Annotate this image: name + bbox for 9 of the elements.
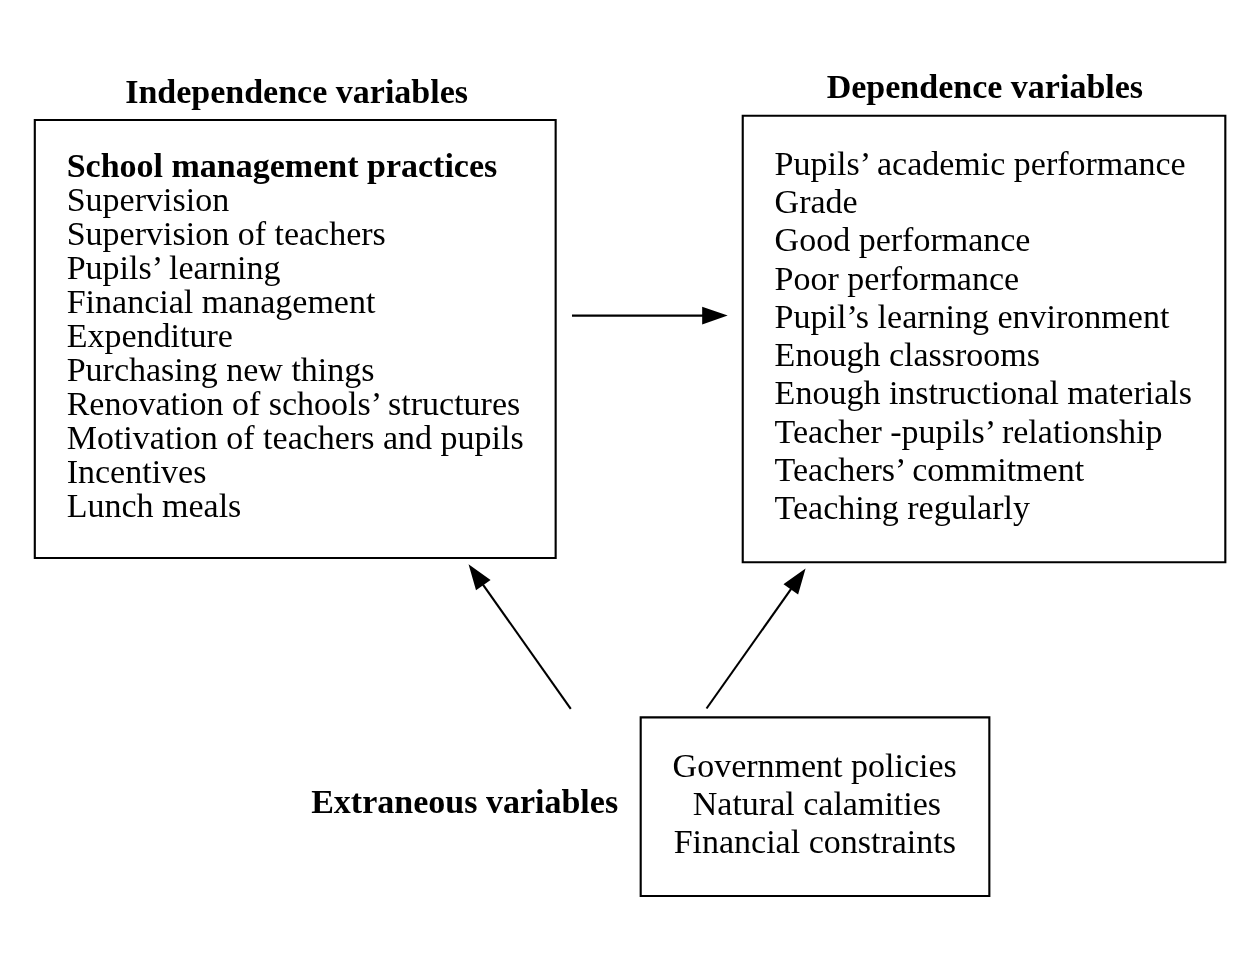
arrow bbox=[468, 563, 572, 709]
node-box: Government policies Natural calamities Financial constraints bbox=[639, 715, 991, 897]
node-label: Independence variables bbox=[125, 72, 469, 110]
arrow bbox=[572, 306, 728, 325]
arrow bbox=[705, 568, 806, 709]
node-box: Pupils’ academic performance Grade Good performance Poor performance Pupil’s learning environment Enough classrooms Enough instructional materials Teacher -pupils’ relationship Teachers’ commitment Teaching regularly bbox=[741, 114, 1227, 563]
node-label: Dependence variables bbox=[826, 67, 1144, 105]
node-box: School management practices Supervision Supervision of teachers Pupils’ learning Financial management Expenditure Purchasing new things Renovation of schools’ structures Motivation of teachers and pupils Incentives Lunch meals bbox=[33, 118, 557, 559]
node-label: Extraneous variables bbox=[311, 782, 619, 820]
